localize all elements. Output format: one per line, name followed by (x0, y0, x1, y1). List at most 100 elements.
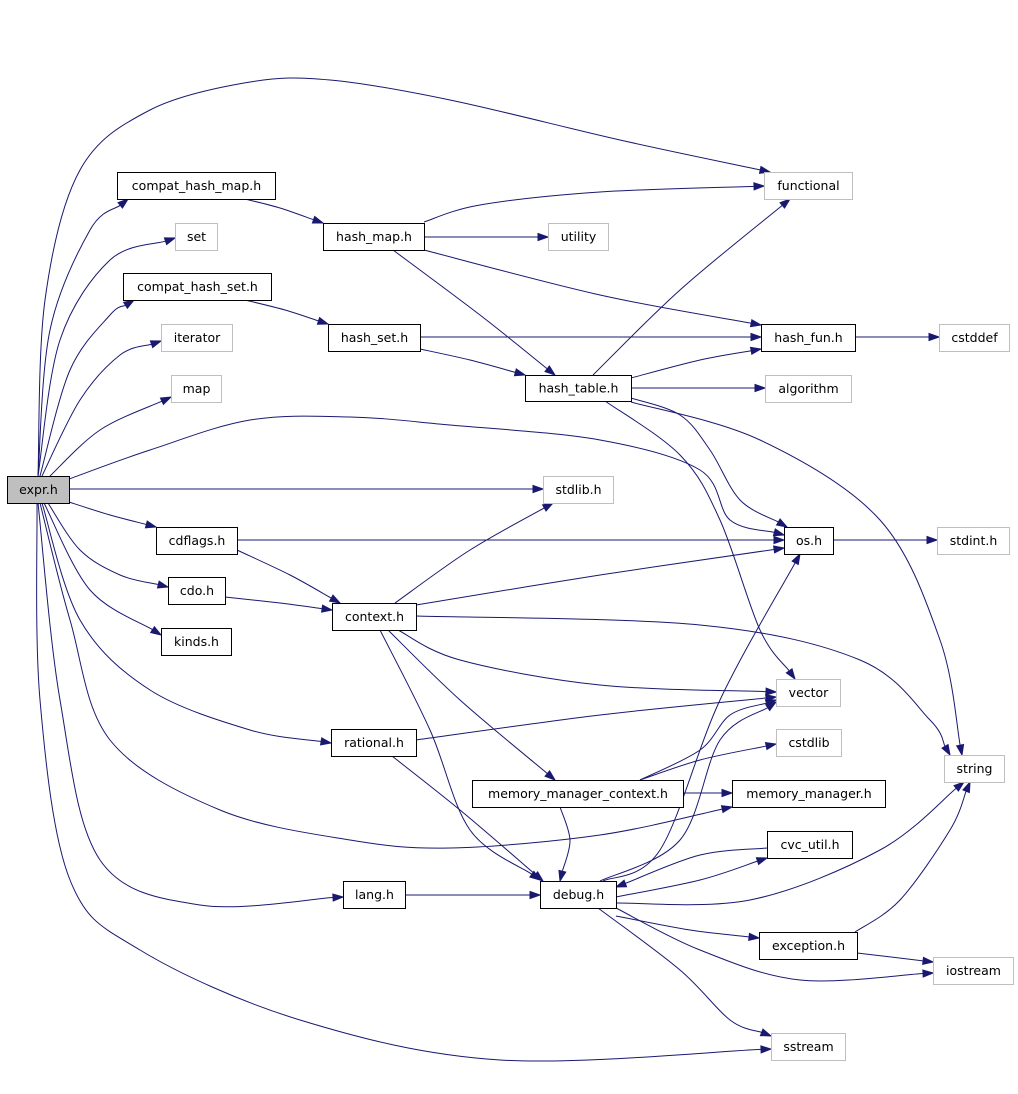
node-stdint-h: stdint.h (937, 527, 1010, 555)
node-cstddef: cstddef (939, 324, 1010, 352)
edge-lang-h-to-debug-h (405, 890, 542, 900)
edge-line (236, 549, 332, 599)
node-box (939, 324, 1010, 352)
edge-hash-table-h-to-hash-fun-h (630, 346, 763, 379)
node-label: kinds.h (174, 634, 219, 649)
node-compat-hash-map-h[interactable]: compat_hash_map.h (117, 172, 276, 200)
node-kinds-h[interactable]: kinds.h (161, 628, 232, 656)
node-label: debug.h (553, 887, 604, 902)
node-label: context.h (345, 609, 404, 624)
node-label: cstddef (951, 330, 998, 345)
arrowhead-icon (532, 870, 545, 882)
edge-line (604, 400, 790, 672)
node-label: iterator (174, 330, 221, 345)
arrowhead-icon (319, 737, 333, 746)
edge-compat-hash-set-h-to-hash-set-h (244, 299, 330, 325)
arrowhead-icon (922, 969, 935, 978)
node-utility: utility (548, 223, 609, 251)
node-lang-h[interactable]: lang.h (343, 881, 406, 909)
node-memory-manager-context-h[interactable]: memory_manager_context.h (472, 780, 684, 808)
node-label: hash_table.h (539, 381, 619, 396)
node-label: hash_map.h (336, 229, 412, 244)
arrowhead-icon (529, 890, 542, 900)
node-cstdlib: cstdlib (776, 729, 842, 757)
node-cdo-h[interactable]: cdo.h (168, 577, 226, 605)
edge-line (39, 502, 723, 849)
arrowhead-icon (753, 182, 766, 191)
edge-hash-table-h-to-os-h (630, 397, 789, 528)
node-box (328, 324, 421, 352)
node-box (784, 527, 834, 555)
edge-line (856, 952, 924, 962)
edge-cdflags-h-to-os-h (237, 535, 786, 545)
edge-debug-h-to-exception-h (615, 915, 761, 941)
node-label: sstream (783, 1039, 833, 1054)
arrowhead-icon (721, 788, 734, 798)
edge-line (630, 401, 961, 746)
edge-line (419, 348, 516, 373)
node-box (323, 223, 425, 251)
edge-memory-manager-context-h-to-cstdlib (639, 742, 778, 781)
arrowhead-icon (759, 1028, 773, 1037)
edge-line (41, 343, 152, 477)
arrowhead-icon (316, 316, 330, 325)
edge-line (415, 697, 767, 741)
edge-hash-map-h-to-hash-fun-h (423, 249, 763, 328)
arrowhead-icon (941, 743, 951, 757)
edge-expr-h-to-lang-h (37, 502, 345, 908)
node-label: hash_set.h (341, 330, 408, 345)
edge-hash-table-h-to-algorithm (631, 383, 767, 393)
node-compat-hash-set-h[interactable]: compat_hash_set.h (123, 273, 272, 301)
edge-line (47, 502, 159, 586)
arrowhead-icon (750, 332, 763, 342)
edge-debug-h-to-iostream (615, 907, 935, 982)
node-cdflags-h[interactable]: cdflags.h (156, 527, 238, 555)
arrowhead-icon (962, 780, 971, 794)
node-context-h[interactable]: context.h (332, 603, 417, 631)
arrowhead-icon (764, 742, 778, 751)
node-hash-map-h[interactable]: hash_map.h (323, 223, 425, 251)
node-memory-manager-h[interactable]: memory_manager.h (732, 780, 886, 808)
node-box (548, 223, 609, 251)
node-box (472, 780, 684, 808)
node-exception-h[interactable]: exception.h (759, 932, 858, 960)
edge-line (244, 198, 314, 221)
arrowhead-icon (532, 484, 545, 494)
node-rational-h[interactable]: rational.h (331, 729, 417, 757)
node-label: cvc_util.h (780, 837, 839, 852)
node-sstream: sstream (771, 1033, 846, 1061)
edge-expr-h-to-compat-hash-map-h (37, 198, 130, 477)
node-label: string (957, 761, 993, 776)
edge-context-h-to-stdlib-h (394, 502, 555, 604)
arrowhead-icon (773, 545, 786, 554)
node-label: compat_hash_set.h (137, 279, 258, 294)
arrowhead-icon (149, 340, 163, 349)
edge-memory-manager-context-h-to-memory-manager-h (683, 788, 734, 798)
node-hash-set-h[interactable]: hash_set.h (328, 324, 421, 352)
node-hash-fun-h[interactable]: hash_fun.h (761, 324, 856, 352)
edge-line (592, 204, 783, 376)
node-box (937, 527, 1010, 555)
edge-hash-map-h-to-utility (424, 232, 550, 242)
edge-line (423, 249, 752, 324)
node-debug-h[interactable]: debug.h (540, 881, 617, 909)
arrowhead-icon (149, 625, 163, 636)
edge-hash-map-h-to-hash-table-h (392, 249, 557, 376)
node-box (759, 932, 858, 960)
node-hash-table-h[interactable]: hash_table.h (525, 375, 632, 402)
node-box (525, 375, 632, 402)
node-expr-h[interactable]: expr.h (7, 476, 70, 504)
node-cvc-util-h[interactable]: cvc_util.h (767, 831, 853, 859)
edge-expr-h-to-os-h (68, 415, 786, 537)
node-box (765, 375, 852, 403)
node-box (156, 527, 238, 555)
edge-line (639, 702, 767, 781)
arrowhead-icon (773, 535, 786, 545)
arrowhead-icon (779, 198, 792, 209)
arrowhead-icon (720, 805, 734, 814)
node-os-h[interactable]: os.h (784, 527, 834, 555)
node-layer: expr.hcompat_hash_map.hsetcompat_hash_se… (7, 172, 1014, 1061)
arrowhead-icon (772, 528, 786, 537)
arrowhead-icon (321, 604, 334, 613)
node-label: lang.h (355, 887, 394, 902)
